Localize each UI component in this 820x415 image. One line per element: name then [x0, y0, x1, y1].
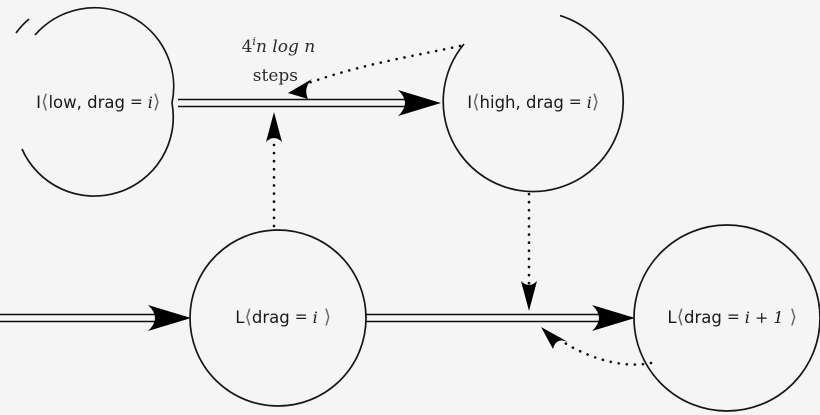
dotted-edge-l-i-to-top-edge[interactable] [266, 112, 282, 228]
node-label-l-drag-i-index: i [313, 308, 318, 327]
svg-text:4in log n: 4in log n [193, 35, 353, 57]
node-label-l-drag-i-plus-1: L⟨drag = i + 1 ⟩ [620, 306, 820, 328]
node-label-i-high-prefix: I [467, 93, 472, 112]
dotted-edge-l-i1-to-bottom-edge[interactable] [541, 327, 653, 366]
dotted-edge-high-to-steps-label[interactable] [288, 44, 462, 99]
svg-text:steps: steps [204, 66, 336, 86]
node-label-l-drag-i-plus-1-equals: = [722, 308, 745, 326]
node-label-l-drag-i-plus-1-open-angle: ⟨ [677, 306, 684, 328]
node-labels-group: I⟨low, drag = i⟩ I⟨high, drag = i⟩ L⟨dra… [0, 91, 820, 328]
node-label-i-high-body: high, drag [480, 93, 564, 112]
node-label-i-low-body: low, drag [48, 93, 125, 112]
node-label-l-drag-i-equals: = [290, 308, 313, 326]
arrowhead-high-to-steps-label [288, 79, 312, 99]
node-label-l-drag-i-plus-1-index: i + 1 [745, 308, 784, 327]
node-label-l-drag-i-plus-1-body: drag [684, 308, 722, 327]
node-label-i-low-open-angle: ⟨ [41, 91, 48, 113]
edge-label-steps: 4in log n steps [193, 35, 353, 86]
node-label-i-high-equals: = [564, 93, 587, 111]
node-label-l-drag-i-prefix: L [235, 308, 245, 327]
solid-edges-group [0, 90, 635, 331]
node-circle-i-low-fragment [15, 18, 30, 34]
arrowhead-l-i-to-top-edge [266, 112, 282, 142]
node-label-l-drag-i-close-angle: ⟩ [318, 306, 331, 328]
edge-label-line1-base: 4 [242, 37, 253, 57]
node-circles-group [15, 6, 820, 412]
node-label-l-drag-i-body: drag [252, 308, 290, 327]
node-label-i-high-open-angle: ⟨ [472, 91, 479, 113]
node-label-i-low-equals: = [125, 93, 148, 111]
arrowhead-low-to-high [398, 90, 441, 116]
node-label-l-drag-i-open-angle: ⟨ [245, 306, 252, 328]
edge-label-line1-rest: n log n [256, 37, 315, 57]
node-label-i-high: I⟨high, drag = i⟩ [420, 91, 636, 113]
edge-label-line2: steps [253, 66, 298, 86]
node-label-i-low-index: i [148, 93, 153, 112]
arrowhead-high-to-bottom-edge [521, 281, 537, 311]
node-label-l-drag-i-plus-1-close-angle: ⟩ [784, 306, 797, 328]
node-label-i-low-close-angle: ⟩ [153, 91, 160, 113]
dotted-edge-high-to-bottom-edge[interactable] [521, 192, 537, 311]
arrowhead-entry-to-l-i [148, 305, 191, 331]
dotted-edges-group [266, 44, 653, 366]
edge-entry-to-l-i[interactable] [0, 305, 191, 331]
node-label-i-high-index: i [587, 93, 592, 112]
node-label-i-low-prefix: I [36, 93, 41, 112]
node-label-l-drag-i-plus-1-prefix: L [667, 308, 677, 327]
edge-low-to-high[interactable] [178, 90, 441, 116]
node-label-l-drag-i: L⟨drag = i ⟩ [188, 306, 368, 328]
node-label-i-low: I⟨low, drag = i⟩ [0, 91, 197, 113]
node-label-i-high-close-angle: ⟩ [592, 91, 599, 113]
edge-l-i-to-l-i1[interactable] [366, 305, 635, 331]
node-circle-i-high[interactable] [442, 14, 625, 193]
arrowhead-l-i1-to-bottom-edge [541, 327, 568, 349]
edge-label-line1-superscript: i [252, 35, 256, 48]
node-circle-i-low[interactable] [21, 6, 175, 197]
arrowhead-l-i-to-l-i1 [592, 305, 635, 331]
